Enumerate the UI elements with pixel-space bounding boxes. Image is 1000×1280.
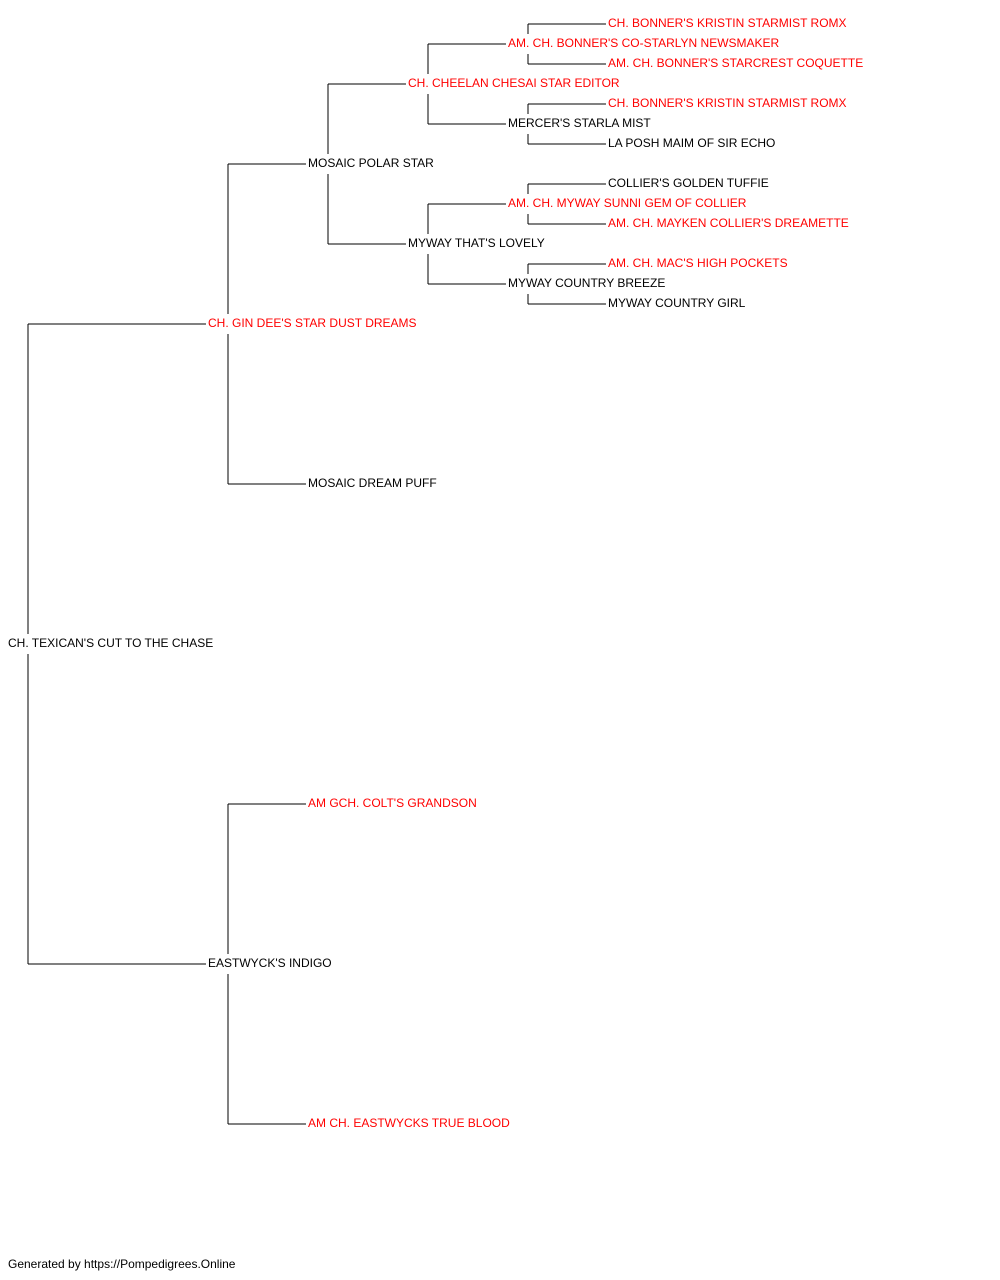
dog-name: AM. CH. MAYKEN COLLIER'S DREAMETTE <box>608 216 849 230</box>
footer-credit: Generated by https://Pompedigrees.Online <box>8 1257 236 1271</box>
dog-name: EASTWYCK'S INDIGO <box>208 956 332 970</box>
dog-name: MYWAY THAT'S LOVELY <box>408 236 545 250</box>
dog-name: CH. BONNER'S KRISTIN STARMIST ROMX <box>608 16 847 30</box>
dog-name: COLLIER'S GOLDEN TUFFIE <box>608 176 769 190</box>
dog-name: AM. CH. BONNER'S CO-STARLYN NEWSMAKER <box>508 36 780 50</box>
dog-name: LA POSH MAIM OF SIR ECHO <box>608 136 775 150</box>
dog-name: AM. CH. BONNER'S STARCREST COQUETTE <box>608 56 863 70</box>
dog-name: AM. CH. MYWAY SUNNI GEM OF COLLIER <box>508 196 747 210</box>
dog-name: AM GCH. COLT'S GRANDSON <box>308 796 477 810</box>
dog-name: AM. CH. MAC'S HIGH POCKETS <box>608 256 788 270</box>
dog-name: AM CH. EASTWYCKS TRUE BLOOD <box>308 1116 510 1130</box>
dog-name: CH. GIN DEE'S STAR DUST DREAMS <box>208 316 417 330</box>
dog-name: MOSAIC POLAR STAR <box>308 156 434 170</box>
dog-name: MERCER'S STARLA MIST <box>508 116 651 130</box>
dog-name: MYWAY COUNTRY BREEZE <box>508 276 665 290</box>
dog-name: CH. BONNER'S KRISTIN STARMIST ROMX <box>608 96 847 110</box>
dog-name: CH. TEXICAN'S CUT TO THE CHASE <box>8 636 213 650</box>
dog-name: MOSAIC DREAM PUFF <box>308 476 437 490</box>
dog-name: CH. CHEELAN CHESAI STAR EDITOR <box>408 76 620 90</box>
dog-name: MYWAY COUNTRY GIRL <box>608 296 746 310</box>
